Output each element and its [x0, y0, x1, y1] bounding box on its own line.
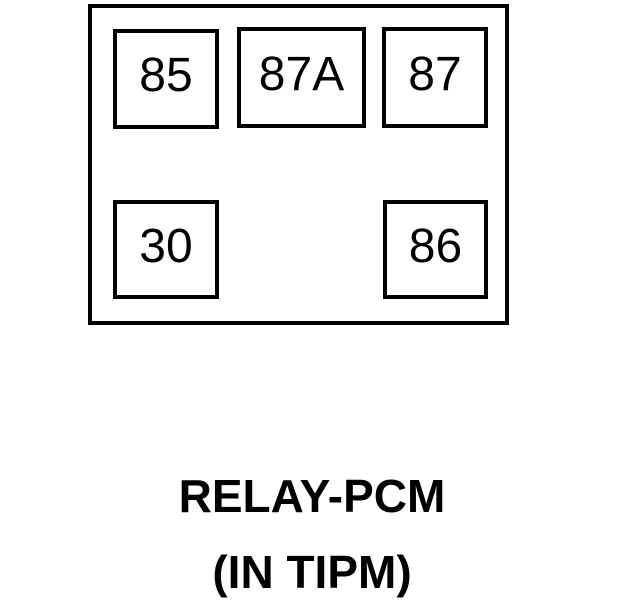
pin-terminal-85[interactable]: 85: [113, 29, 219, 129]
caption-line-title: RELAY-PCM: [178, 470, 446, 522]
pin-label-85: 85: [139, 49, 193, 102]
pin-label-30: 30: [139, 219, 193, 273]
pin-terminal-87a[interactable]: 87A: [237, 27, 366, 128]
pin-label-87a: 87A: [258, 47, 345, 101]
pin-terminal-86[interactable]: 86: [383, 200, 488, 299]
pin-label-86: 86: [408, 219, 463, 273]
pin-label-87: 87: [408, 47, 462, 101]
diagram-caption: RELAY-PCM (IN TIPM): [0, 458, 624, 610]
caption-line-location: (IN TIPM): [212, 546, 412, 598]
relay-body-outline: 85 87A 87 30 86: [88, 4, 509, 325]
pin-terminal-87[interactable]: 87: [382, 27, 488, 128]
pin-terminal-30[interactable]: 30: [113, 200, 219, 299]
